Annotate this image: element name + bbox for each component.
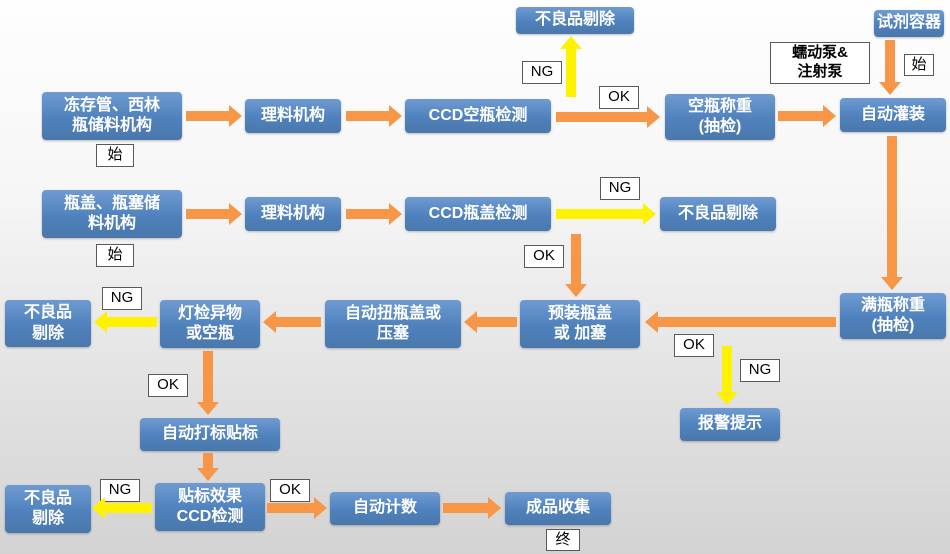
node-cap-storage: 瓶盖、瓶塞储 料机构	[42, 190, 182, 238]
label-ng-cap: NG	[600, 177, 640, 200]
node-alarm: 报警提示	[680, 408, 780, 441]
node-ccd-empty-check: CCD空瓶检测	[405, 99, 551, 133]
arrow-feeder2-to-ccdcap-icon	[346, 203, 402, 225]
node-reject-bottom: 不良品 剔除	[5, 485, 91, 533]
label-ng-full: NG	[740, 359, 780, 382]
node-full-weigh: 满瓶称重 (抽检)	[840, 293, 946, 339]
label-ok-full: OK	[674, 334, 714, 357]
node-labeling: 自动打标贴标	[140, 418, 280, 451]
arrow-cap-to-feeder2-icon	[186, 203, 242, 225]
arrow-weigh-to-fill-icon	[778, 105, 836, 127]
node-counting: 自动计数	[330, 492, 440, 525]
node-ccd-cap-check: CCD瓶盖检测	[405, 197, 551, 231]
label-pump: 蠕动泵& 注射泵	[770, 42, 870, 84]
label-end: 终	[546, 529, 580, 551]
arrow-ng-full-alarm-icon	[716, 346, 738, 405]
arrow-reagent-to-fill-icon	[879, 40, 901, 95]
arrow-fullweigh-to-precap-icon	[645, 311, 836, 333]
node-tube-storage: 冻存管、西林 瓶储料机构	[42, 92, 182, 140]
node-reject-top: 不良品剔除	[516, 7, 634, 34]
arrow-labelccd-to-count-icon	[267, 497, 327, 519]
node-reagent-container: 试剂容器	[874, 10, 944, 37]
node-collect: 成品收集	[505, 492, 611, 525]
arrow-ng-labelccd-reject-icon	[92, 497, 152, 519]
node-feeder-1: 理料机构	[245, 99, 341, 133]
label-ng-empty: NG	[522, 61, 562, 84]
arrow-count-to-collect-icon	[443, 497, 501, 519]
node-feeder-2: 理料机构	[245, 197, 341, 231]
label-start-right: 始	[904, 54, 934, 76]
arrow-ccdcap-to-precap-icon	[565, 234, 587, 297]
arrow-tube-to-feeder1-icon	[186, 105, 242, 127]
node-reject-mid: 不良品 剔除	[5, 300, 91, 347]
label-ok-empty: OK	[599, 86, 639, 109]
node-light-inspection: 灯检异物 或空瓶	[160, 300, 260, 348]
label-start-cap: 始	[96, 244, 134, 267]
node-screw-cap: 自动扭瓶盖或 压塞	[325, 300, 461, 348]
arrow-ccd-to-emptyweigh-icon	[556, 106, 660, 128]
label-ok-labelccd: OK	[270, 479, 310, 502]
label-ok-light: OK	[148, 374, 188, 397]
label-ok-cap: OK	[524, 245, 564, 268]
node-precap: 预装瓶盖 或 加塞	[520, 300, 640, 348]
arrow-ng-light-reject-icon	[94, 311, 157, 333]
label-ng-light: NG	[102, 287, 142, 310]
arrow-labeling-to-labelccd-icon	[197, 453, 219, 481]
arrow-ng-cap-reject-icon	[556, 203, 656, 225]
node-empty-weigh: 空瓶称重 (抽检)	[665, 94, 775, 140]
label-ng-labelccd: NG	[100, 479, 140, 502]
arrow-feeder1-to-ccd-icon	[346, 105, 402, 127]
arrow-inspect-to-labeling-icon	[197, 351, 219, 415]
arrow-precap-to-screwcap-icon	[464, 311, 517, 333]
label-start-tube: 始	[96, 144, 134, 167]
node-label-ccd-check: 贴标效果 CCD检测	[155, 483, 265, 531]
arrow-ng-empty-reject-icon	[560, 36, 582, 97]
arrow-fill-to-fullweigh-icon	[881, 136, 903, 290]
node-auto-fill: 自动灌装	[840, 98, 946, 132]
node-reject-cap: 不良品剔除	[660, 197, 776, 231]
arrow-screwcap-to-inspect-icon	[263, 311, 321, 333]
